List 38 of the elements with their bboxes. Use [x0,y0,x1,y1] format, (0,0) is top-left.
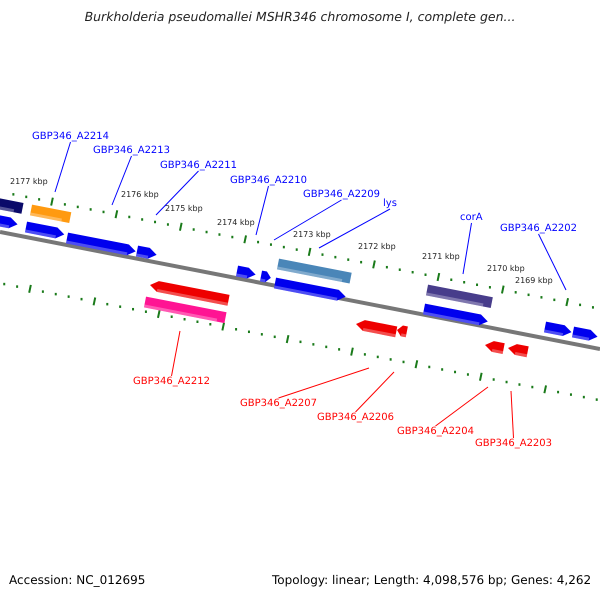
gene-label: corA [460,212,483,223]
title: Burkholderia pseudomallei MSHR346 chromosome I, complete gen... [84,10,516,24]
leader-line [318,208,390,248]
leader-line [278,368,370,398]
scale-label: 2174 kbp [217,219,255,228]
gene-label: GBP346_A2214 [32,131,110,142]
scale-label: 2177 kbp [10,178,48,187]
scale-label: 2173 kbp [293,231,331,240]
gene-label: GBP346_A2212 [133,376,210,387]
gene-label: GBP346_A2213 [93,145,170,156]
leader-line [156,170,199,216]
leader-line [112,156,132,206]
gene-label: GBP346_A2203 [475,438,552,449]
scale-label: 2175 kbp [165,205,203,214]
scale-label: 2171 kbp [422,253,460,262]
leader-line [462,222,472,274]
leader-line [510,390,514,438]
footer-text: Accession: NC_012695 [9,574,146,588]
gene-label: GBP346_A2206 [317,412,394,423]
gene-label: GBP346_A2202 [500,223,578,234]
leader-line [435,386,488,426]
scale-label: 2172 kbp [358,243,396,252]
leader-line [274,200,342,240]
gene-label: GBP346_A2211 [160,160,238,171]
gene-label: lys [383,198,397,209]
gene-label: GBP346_A2210 [230,175,308,186]
leader-line [256,186,269,236]
footer-text: Topology: linear; Length: 4,098,576 bp; Genes: 4,262 [272,574,592,588]
gene-label: GBP346_A2209 [303,189,380,200]
scale-label: 2176 kbp [121,191,159,200]
leader-line [54,142,71,192]
scale-label: 2170 kbp [487,265,525,274]
gene-label: GBP346_A2207 [240,398,318,409]
leader-line [355,372,394,412]
gene-label: GBP346_A2204 [397,426,474,437]
leader-line [171,330,180,376]
scale-label: 2169 kbp [515,277,553,286]
leader-line [538,234,566,290]
